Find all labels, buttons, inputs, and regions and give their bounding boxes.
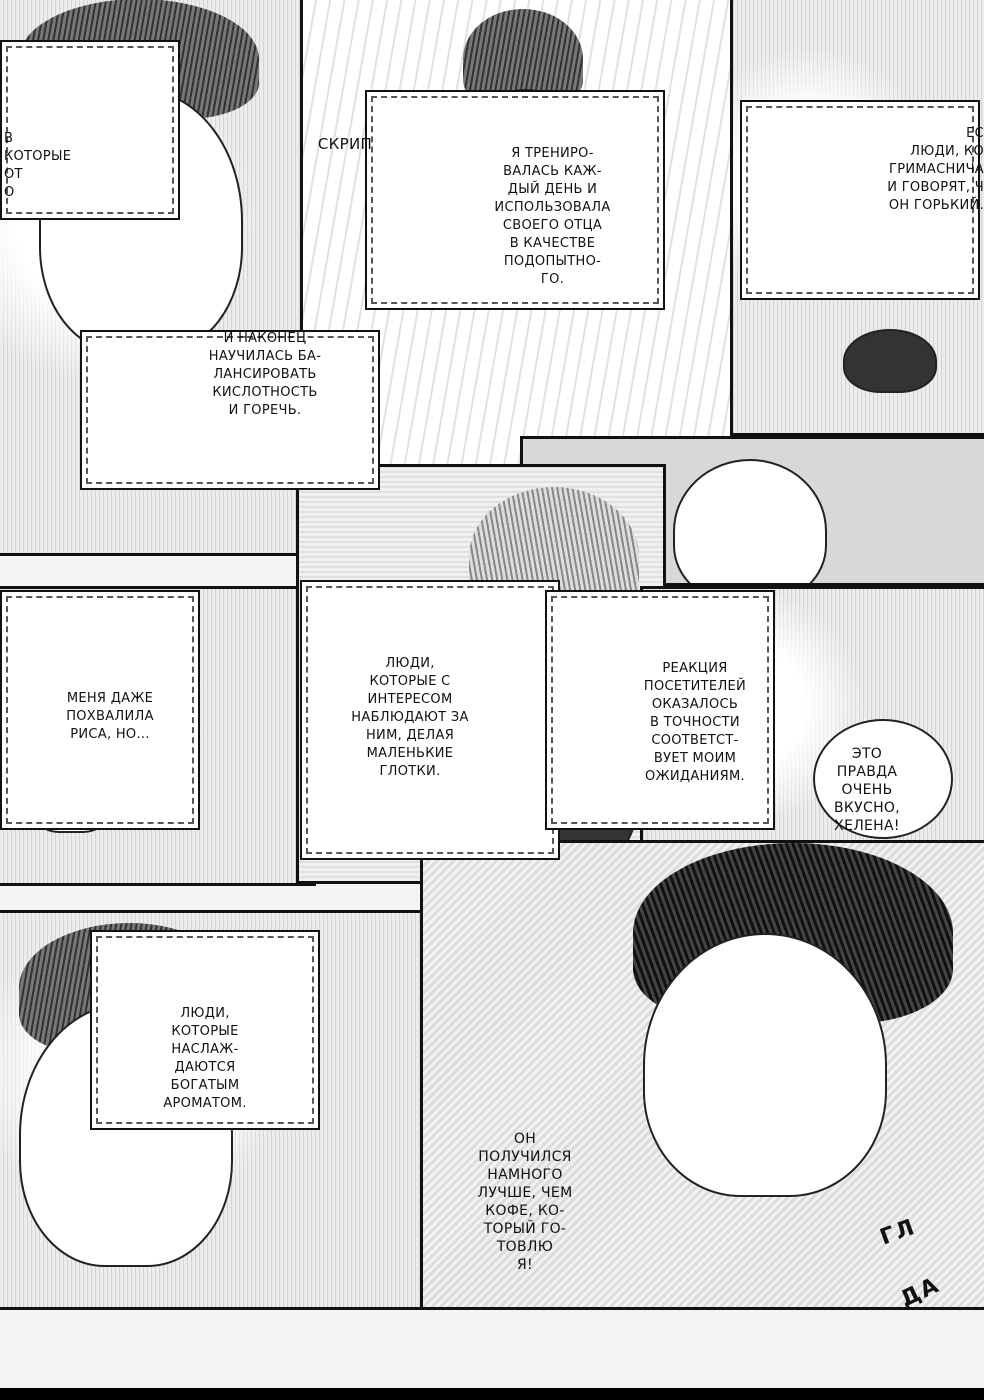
caption-text: МЕНЯ ДАЖЕ ПОХВАЛИЛА РИСА, НО... <box>66 691 154 742</box>
page-bottom-border <box>0 1388 984 1400</box>
caption-text: ЛЮДИ, КОТОРЫЕ НАСЛАЖ- ДАЮТСЯ БОГАТЫМ АРО… <box>163 1006 247 1111</box>
speech-text: ОН ПОЛУЧИЛСЯ НАМНОГО ЛУЧШЕ, ЧЕМ КОФЕ, КО… <box>477 1131 573 1273</box>
caption-text: ЕС ЛЮДИ, КО ГРИМАСНИЧА И ГОВОРЯТ, Ч ОН Г… <box>887 126 984 213</box>
character-face <box>673 459 827 583</box>
character-eye <box>843 329 937 393</box>
caption-frame <box>545 590 775 830</box>
caption-text: И НАКОНЕЦ НАУЧИЛАСЬ БА- ЛАНСИРОВАТЬ КИСЛ… <box>208 331 322 418</box>
character-face <box>643 933 887 1197</box>
speech-text: ЭТО ПРАВДА ОЧЕНЬ ВКУСНО, ХЕЛЕНА! <box>834 746 900 834</box>
caption-text: Я ТРЕНИРО- ВАЛАСЬ КАЖ- ДЫЙ ДЕНЬ И ИСПОЛЬ… <box>494 146 611 287</box>
caption-frame <box>0 40 180 220</box>
caption-frame <box>300 580 560 860</box>
panel-bottom-right <box>420 840 984 1310</box>
caption-text: В КОТОРЫЕ ОТ О <box>4 131 72 200</box>
caption-frame <box>0 590 200 830</box>
caption-text: РЕАКЦИЯ ПОСЕТИТЕЛЕЙ ОКАЗАЛОСЬ В ТОЧНОСТИ… <box>643 661 747 784</box>
caption-text: ЛЮДИ, КОТОРЫЕ С ИНТЕРЕСОМ НАБЛЮДАЮТ ЗА Н… <box>351 656 469 779</box>
sound-effect-creak: СКРИП <box>317 135 373 153</box>
speech-bubble <box>813 719 953 839</box>
caption-frame <box>365 90 665 310</box>
caption-frame <box>80 330 380 490</box>
caption-frame <box>740 100 980 300</box>
caption-frame <box>90 930 320 1130</box>
